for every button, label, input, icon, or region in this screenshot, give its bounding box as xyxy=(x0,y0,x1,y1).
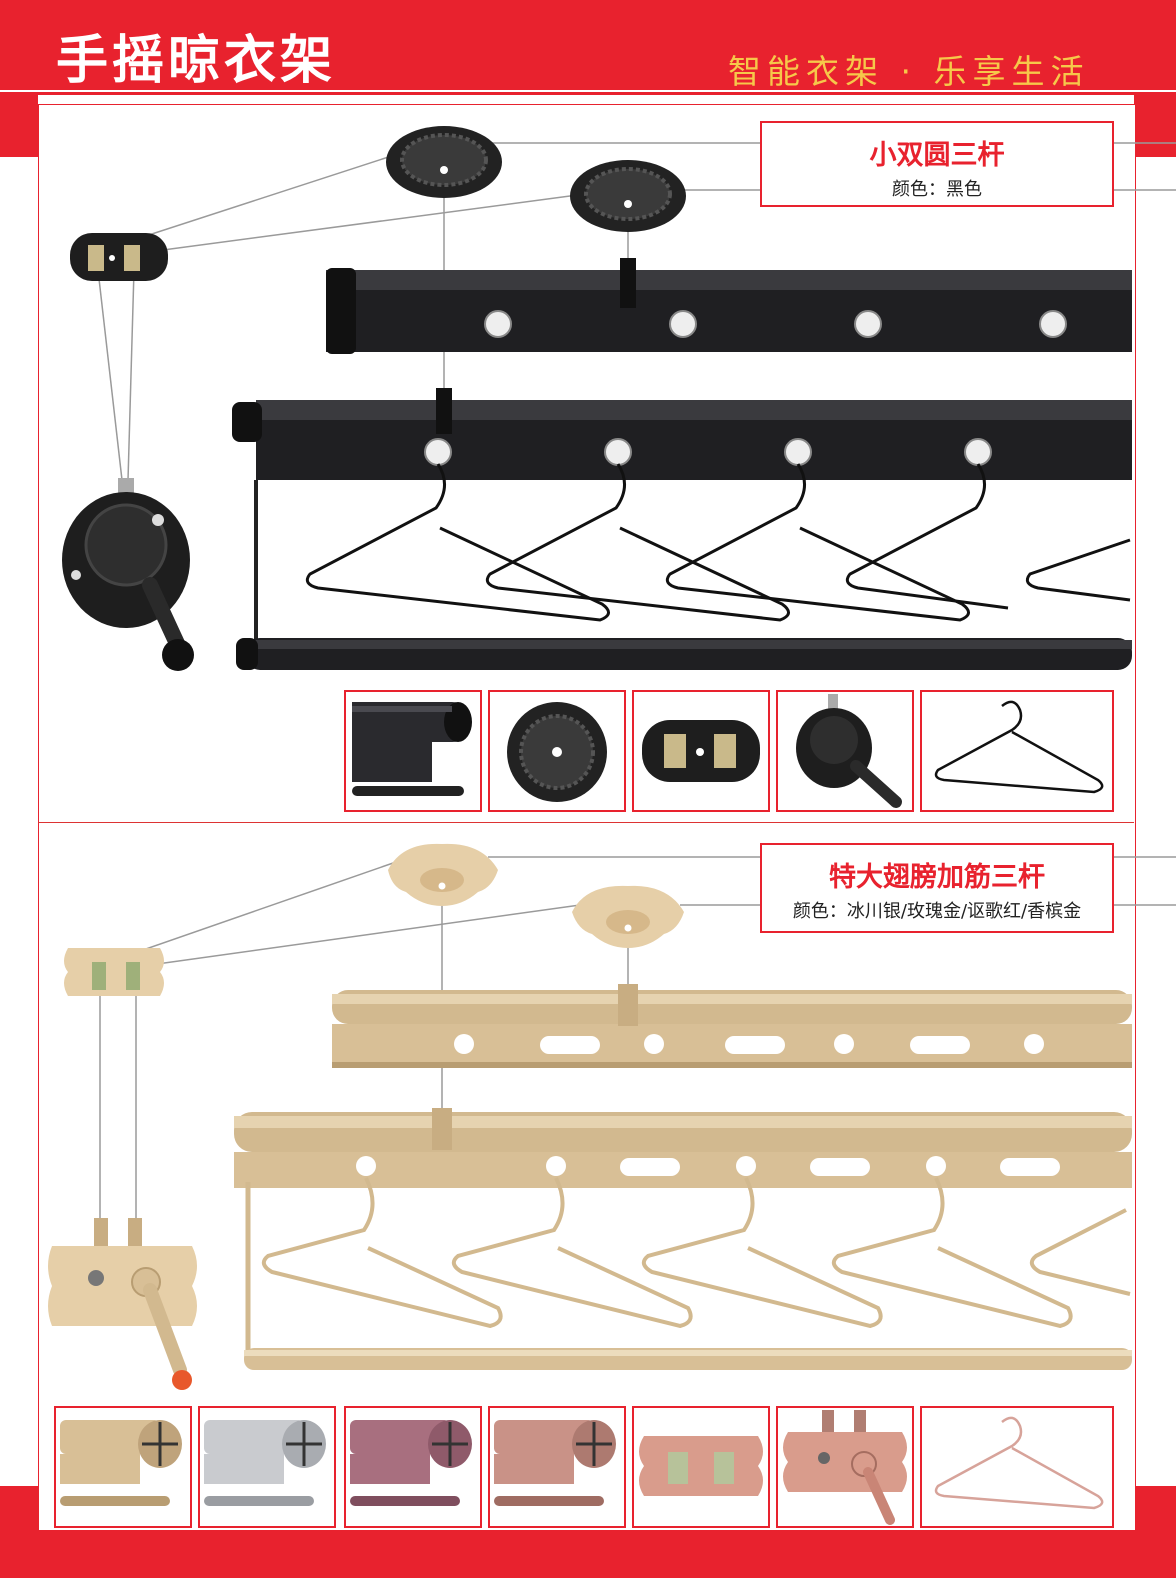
lower-rail xyxy=(234,1108,1132,1360)
round-pulley-icon xyxy=(507,702,607,802)
product-section-champagne xyxy=(0,823,1176,1403)
right-accent-bar xyxy=(1134,95,1176,157)
bottom-rod xyxy=(236,638,1132,670)
double-pulley-box-icon xyxy=(70,233,168,281)
product-name: 特大翅膀加筋三杆 xyxy=(829,862,1045,893)
thumb-double-pulley xyxy=(632,690,770,812)
tube-profile-icon xyxy=(204,1420,326,1506)
header-rule xyxy=(0,92,1176,95)
left-accent-bar xyxy=(0,95,38,157)
tube-profile-icon xyxy=(494,1420,616,1506)
thumb-wing-crank xyxy=(776,1406,914,1528)
section-divider xyxy=(38,822,1134,823)
lower-rail xyxy=(232,388,1132,645)
double-pulley-box-icon xyxy=(642,720,760,782)
thumb-wing-pulley-box xyxy=(632,1406,770,1528)
slogan: 智能衣架 · 乐享生活 xyxy=(728,52,1090,91)
upper-rail xyxy=(332,984,1132,1068)
product-color-label: 颜色：黑色 xyxy=(892,179,982,200)
hand-crank-icon xyxy=(796,694,902,808)
product-label-champagne: 特大翅膀加筋三杆 颜色：冰川银/玫瑰金/讴歌红/香槟金 xyxy=(760,843,1114,933)
thumb-tube-acura-red xyxy=(344,1406,482,1528)
thumb-tube-champagne xyxy=(54,1406,192,1528)
thumb-black-tube xyxy=(344,690,482,812)
double-pulley-box-icon xyxy=(64,948,164,996)
double-pulley-box-icon xyxy=(639,1436,763,1496)
hanger-icon xyxy=(934,700,1104,794)
tube-profile-icon xyxy=(350,1420,472,1506)
hand-crank-icon xyxy=(62,478,194,671)
upper-rail xyxy=(326,258,1132,354)
hand-crank-icon xyxy=(48,1218,197,1390)
page-title: 手摇晾衣架 xyxy=(56,31,337,91)
product-label-black: 小双圆三杆 颜色：黑色 xyxy=(760,121,1114,207)
bottom-rod xyxy=(244,1348,1132,1370)
hanger-icon xyxy=(934,1416,1104,1510)
round-pulley-icon xyxy=(570,160,686,232)
thumb-hanger-rose xyxy=(920,1406,1114,1528)
wing-pulley-icon xyxy=(388,843,498,906)
hanger-icon xyxy=(305,463,1131,622)
thumb-round-pulley xyxy=(488,690,626,812)
header-band xyxy=(0,0,1176,90)
thumb-tube-rose-gold xyxy=(488,1406,626,1528)
thumb-hanger xyxy=(920,690,1114,812)
round-pulley-icon xyxy=(386,126,502,198)
thumb-tube-silver xyxy=(198,1406,336,1528)
product-name: 小双圆三杆 xyxy=(869,140,1005,171)
tube-profile-icon xyxy=(60,1420,182,1506)
thumb-hand-crank xyxy=(776,690,914,812)
product-section-black xyxy=(0,95,1176,825)
tube-profile-icon xyxy=(352,702,472,796)
wing-pulley-icon xyxy=(572,885,684,948)
product-color-label: 颜色：冰川银/玫瑰金/讴歌红/香槟金 xyxy=(792,901,1082,922)
hand-crank-icon xyxy=(783,1410,907,1525)
hanger-icon xyxy=(261,1177,1131,1329)
